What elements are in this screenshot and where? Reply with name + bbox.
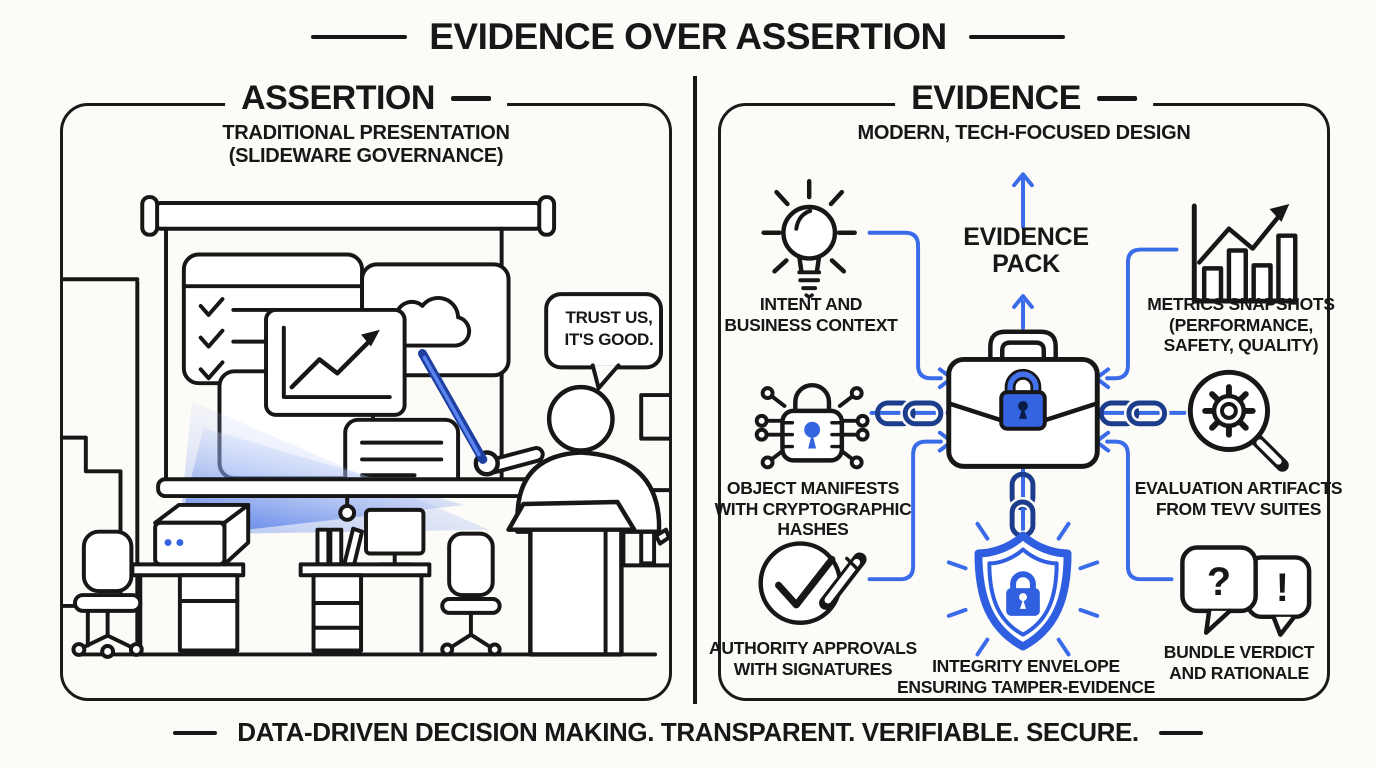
- evidence-subtitle: MODERN, TECH-FOCUSED DESIGN: [857, 122, 1191, 144]
- node-label-metrics: METRICS SNAPSHOTS (PERFORMANCE, SAFETY, …: [1147, 294, 1335, 356]
- footer: DATA-DRIVEN DECISION MAKING. TRANSPARENT…: [0, 717, 1376, 748]
- monitor-desk-icon: [298, 507, 432, 653]
- footer-right-dash: [1158, 730, 1203, 735]
- chat-bubbles-icon: ! ?: [1180, 545, 1312, 637]
- pointer-stick-icon: [417, 349, 488, 464]
- question-glyph: ?: [1207, 560, 1231, 604]
- office-chair-icon: [71, 529, 144, 659]
- node-label-verdict: BUNDLE VERDICT AND RATIONALE: [1163, 642, 1315, 683]
- panel-divider: [693, 76, 697, 704]
- main-title: EVIDENCE OVER ASSERTION: [0, 16, 1376, 58]
- main-title-text: EVIDENCE OVER ASSERTION: [429, 16, 947, 57]
- assertion-title-text: ASSERTION: [241, 79, 435, 117]
- node-label-approvals: AUTHORITY APPROVALS WITH SIGNATURES: [709, 638, 917, 679]
- footer-text: DATA-DRIVEN DECISION MAKING. TRANSPARENT…: [237, 717, 1139, 747]
- assertion-title-dash: [450, 96, 491, 101]
- projection-screen-icon: [140, 195, 557, 482]
- evidence-panel-title: EVIDENCE: [895, 79, 1153, 118]
- evidence-panel: EVIDENCE MODERN, TECH-FOCUSED DESIGN: [709, 79, 1343, 701]
- assertion-panel: ASSERTION TRADITIONAL PRESENTATION (SLID…: [60, 79, 672, 701]
- title-left-dash: [311, 34, 408, 40]
- check-pen-icon: [758, 541, 867, 625]
- gear-magnifier-icon: [1187, 369, 1289, 472]
- evidence-title-text: EVIDENCE: [911, 79, 1081, 117]
- projector-desk-icon: [130, 562, 246, 653]
- shield-lock-icon: [946, 507, 1100, 657]
- node-label-manifests: OBJECT MANIFESTS WITH CRYPTOGRAPHIC HASH…: [714, 478, 912, 540]
- exclamation-glyph: !: [1276, 566, 1289, 610]
- lightbulb-icon: [761, 179, 857, 299]
- speech-bubble-icon: [544, 292, 663, 391]
- bar-chart-icon: [1191, 203, 1298, 304]
- evidence-title-dash: [1096, 96, 1137, 101]
- evidence-pack-label: EVIDENCE PACK: [963, 223, 1089, 278]
- circuit-lock-icon: [754, 382, 870, 470]
- up-arrow-long-icon: [1012, 172, 1034, 229]
- assertion-scene: [63, 195, 669, 659]
- projector-icon: [153, 502, 251, 567]
- speech-bubble-text: TRUST US, IT'S GOOD.: [564, 308, 654, 350]
- text-card-icon: [343, 417, 461, 498]
- footer-left-dash: [173, 730, 218, 735]
- node-label-integrity: INTEGRITY ENVELOPE ENSURING TAMPER-EVIDE…: [897, 656, 1155, 697]
- title-right-dash: [968, 34, 1065, 40]
- growth-chart-card-icon: [264, 307, 407, 417]
- node-label-evaluation: EVALUATION ARTIFACTS FROM TEVV SUITES: [1134, 478, 1343, 519]
- assertion-panel-title: ASSERTION: [225, 79, 507, 118]
- node-label-intent: INTENT AND BUSINESS CONTEXT: [724, 294, 898, 335]
- assertion-subtitle: TRADITIONAL PRESENTATION (SLIDEWARE GOVE…: [222, 122, 510, 167]
- podium-icon: [506, 499, 637, 657]
- briefcase-lock-icon: [946, 329, 1100, 469]
- chain-links-icon: [875, 398, 1170, 541]
- up-arrow-short-icon: [1012, 294, 1034, 330]
- evidence-scene: ! ?: [754, 172, 1312, 657]
- office-chair-icon: [440, 531, 502, 657]
